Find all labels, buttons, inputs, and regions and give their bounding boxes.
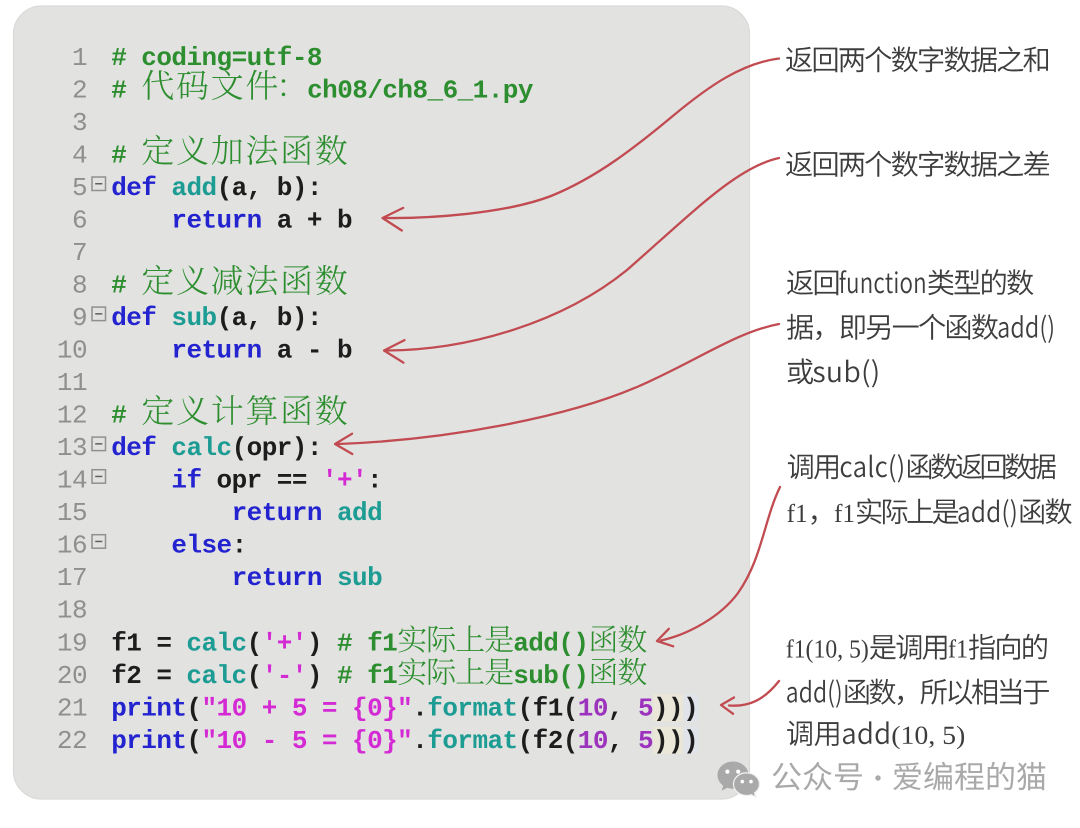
svg-text:print("10 + 5 = {0}".format(f1: print("10 + 5 = {0}".format(f1(10, 5))) xyxy=(111,693,698,723)
svg-text:#: # xyxy=(111,141,126,171)
svg-text:19: 19 xyxy=(57,628,87,658)
svg-text:5: 5 xyxy=(72,173,87,203)
svg-text:4: 4 xyxy=(72,141,87,171)
svg-text:def add(a, b):: def add(a, b): xyxy=(111,173,322,203)
svg-text:def sub(a, b):: def sub(a, b): xyxy=(111,303,322,333)
svg-text:else:: else: xyxy=(171,531,246,561)
svg-text:17: 17 xyxy=(57,563,87,593)
svg-text:# ch08/ch8_6_1.py: # ch08/ch8_6_1.py xyxy=(111,75,534,105)
svg-text:10: 10 xyxy=(57,336,87,366)
svg-text:1: 1 xyxy=(72,43,87,73)
svg-text:2: 2 xyxy=(72,75,87,105)
svg-text:18: 18 xyxy=(57,596,87,626)
svg-text:7: 7 xyxy=(72,238,87,268)
svg-text:6: 6 xyxy=(72,206,87,236)
svg-text:def calc(opr):: def calc(opr): xyxy=(111,433,322,463)
svg-text:8: 8 xyxy=(72,271,87,301)
svg-text:return a - b: return a - b xyxy=(171,336,352,366)
svg-text:13: 13 xyxy=(57,433,87,463)
svg-text:return sub: return sub xyxy=(232,563,383,593)
svg-text:20: 20 xyxy=(57,661,87,691)
svg-text:#: # xyxy=(111,271,126,301)
svg-text:11: 11 xyxy=(57,368,87,398)
svg-text:21: 21 xyxy=(57,693,87,723)
svg-text:15: 15 xyxy=(57,498,87,528)
svg-text:3: 3 xyxy=(72,108,87,138)
svg-text:return add: return add xyxy=(232,498,383,528)
svg-text:9: 9 xyxy=(72,303,87,333)
svg-text:print("10 - 5 = {0}".format(f2: print("10 - 5 = {0}".format(f2(10, 5))) xyxy=(111,726,698,756)
svg-text:12: 12 xyxy=(57,401,87,431)
svg-text:#: # xyxy=(111,401,126,431)
svg-text:# coding=utf-8: # coding=utf-8 xyxy=(111,43,322,73)
svg-text:16: 16 xyxy=(57,531,87,561)
svg-text:14: 14 xyxy=(57,466,87,496)
svg-text:return a + b: return a + b xyxy=(171,206,352,236)
svg-text:if opr == '+':: if opr == '+': xyxy=(171,466,382,496)
svg-text:22: 22 xyxy=(57,726,87,756)
